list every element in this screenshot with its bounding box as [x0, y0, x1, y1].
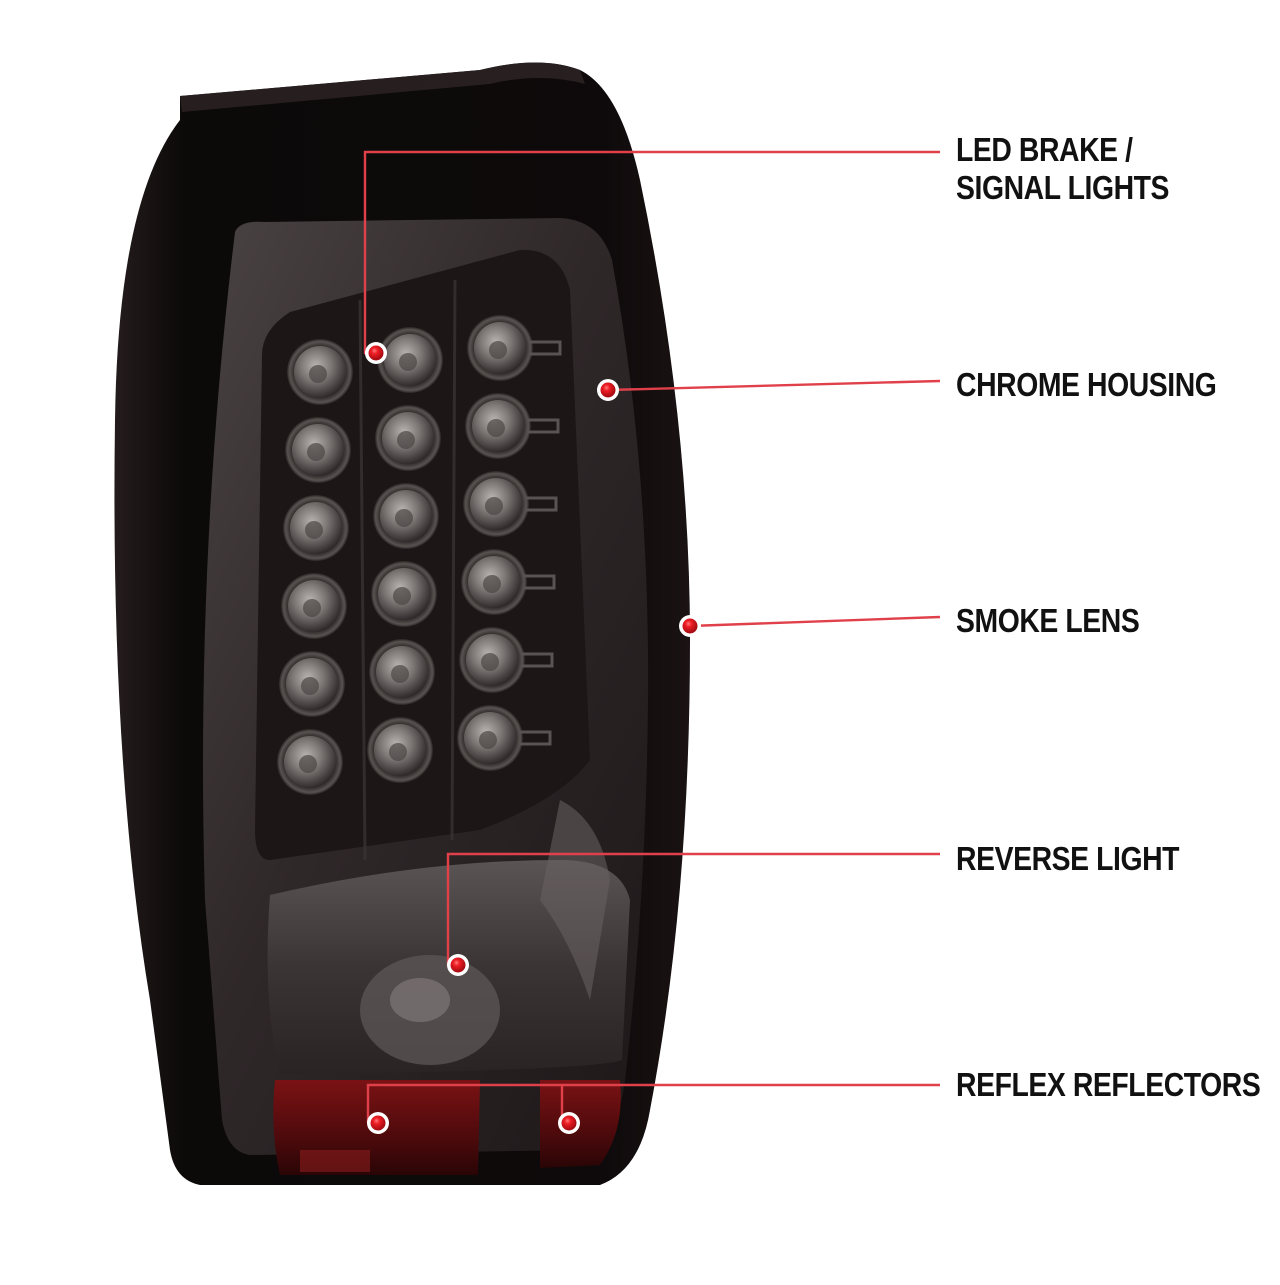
housing-top-ridge	[180, 62, 585, 112]
led-bulb	[467, 315, 562, 381]
marker-dot-reflex-right	[558, 1112, 580, 1134]
led-bulb	[457, 705, 552, 771]
led-bulb	[465, 393, 560, 459]
led-bulb	[377, 327, 443, 393]
led-divider-grooves	[358, 279, 457, 861]
callout-chrome-line-1: CHROME HOUSING	[956, 366, 1217, 403]
callout-reverse-light: REVERSE LIGHT	[956, 840, 1179, 878]
led-bulb	[371, 561, 437, 627]
leader-smoke	[689, 615, 941, 628]
led-bulb	[461, 549, 556, 615]
led-bulb	[369, 639, 435, 705]
callout-led-line-2: SIGNAL LIGHTS	[956, 169, 1170, 206]
callout-led-line-1: LED BRAKE /	[956, 131, 1133, 168]
led-array	[277, 315, 562, 795]
leader-chrome	[607, 379, 941, 392]
callout-reverse-line-1: REVERSE LIGHT	[956, 840, 1180, 877]
callout-chrome-housing: CHROME HOUSING	[956, 366, 1217, 404]
led-bulb	[287, 339, 353, 405]
callout-smoke-lens: SMOKE LENS	[956, 602, 1140, 640]
led-bulb	[285, 417, 351, 483]
led-bulb	[463, 471, 558, 537]
reflector-right	[540, 1080, 621, 1168]
callout-led-brake-signal: LED BRAKE / SIGNAL LIGHTS	[956, 131, 1169, 207]
callout-smoke-line-1: SMOKE LENS	[956, 602, 1140, 639]
led-bulb	[375, 405, 441, 471]
callout-marker-dots	[365, 342, 701, 1134]
led-bulb	[373, 483, 439, 549]
led-bulb	[279, 651, 345, 717]
led-bulb	[277, 729, 343, 795]
led-bulb	[281, 573, 347, 639]
led-bulb	[459, 627, 554, 693]
led-bulb	[367, 717, 433, 783]
marker-dot-reverse	[447, 954, 469, 976]
marker-dot-chrome	[597, 379, 619, 401]
marker-dot-smoke	[679, 615, 701, 637]
callout-reflex-line-1: REFLEX REFLECTORS	[956, 1066, 1261, 1103]
led-bulb	[283, 495, 349, 561]
callout-reflex-reflectors: REFLEX REFLECTORS	[956, 1066, 1261, 1104]
leader-reflex	[366, 1083, 940, 1123]
marker-dot-led	[365, 342, 387, 364]
marker-dot-reflex-left	[367, 1112, 389, 1134]
